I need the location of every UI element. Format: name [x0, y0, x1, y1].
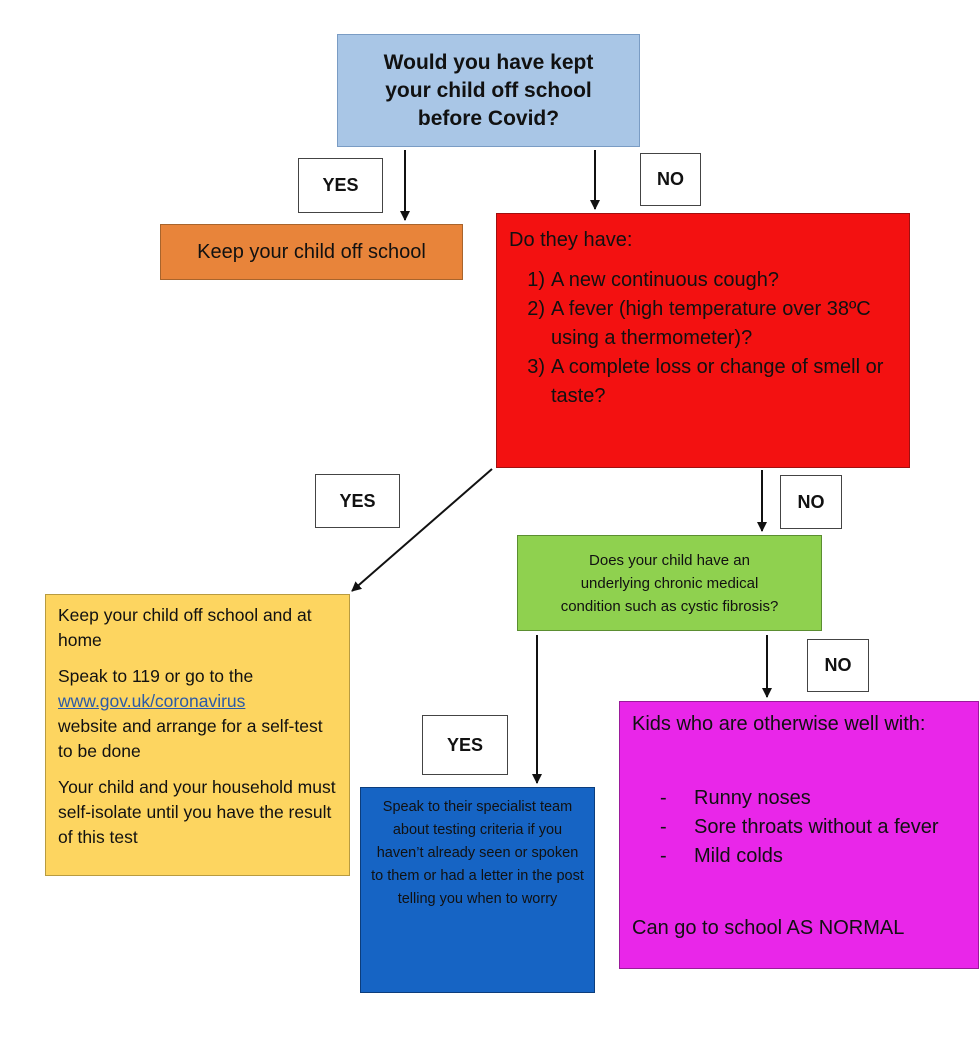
minor-symptom-text: Sore throats without a fever	[694, 816, 939, 838]
symptom-text: A new continuous cough?	[551, 269, 779, 291]
start-question-line: Would you have kept	[383, 50, 594, 74]
chronic-question-line: condition such as cystic fibrosis?	[560, 597, 779, 615]
list-dash: -	[660, 787, 667, 809]
keep-off-school-text: Keep your child off school	[197, 240, 426, 263]
normal-outro: Can go to school AS NORMAL	[632, 917, 905, 939]
normal-intro: Kids who are otherwise well with:	[632, 713, 926, 735]
specialist-text: Speak to their specialist team about tes…	[371, 799, 584, 907]
isolate-paragraph-1: Keep your child off school and at home	[58, 605, 312, 650]
minor-symptoms-list: - Runny noses - Sore throats without a f…	[660, 784, 960, 871]
minor-symptom-text: Runny noses	[694, 787, 811, 809]
symptoms-intro: Do they have:	[509, 229, 633, 251]
isolate-paragraph-3: Your child and your household must self-…	[58, 777, 336, 847]
symptoms-question-node: Do they have: 1) A new continuous cough?…	[496, 213, 910, 468]
start-question-line: your child off school	[385, 78, 592, 102]
yes-label-2: YES	[315, 474, 400, 528]
go-to-school-node: Kids who are otherwise well with: - Runn…	[619, 701, 979, 969]
isolate-paragraph-2-post: website and arrange for a self-test to b…	[58, 716, 323, 761]
isolate-paragraph-2: Speak to 119 or go to the www.gov.uk/cor…	[58, 664, 337, 764]
list-dash: -	[660, 816, 667, 838]
specialist-team-node: Speak to their specialist team about tes…	[360, 787, 595, 993]
no-label-3: NO	[807, 639, 869, 692]
symptoms-list: 1) A new continuous cough? 2) A fever (h…	[513, 266, 893, 411]
symptom-text: A complete loss or change of smell or ta…	[551, 356, 884, 407]
symptom-text: A fever (high temperature over 38ºC usin…	[551, 298, 871, 349]
gov-coronavirus-link[interactable]: www.gov.uk/coronavirus	[58, 691, 246, 711]
no-label-1: NO	[640, 153, 701, 206]
chronic-question-line: Does your child have an	[589, 551, 750, 569]
symptom-item: 3) A complete loss or change of smell or…	[513, 353, 893, 411]
minor-symptom-item: - Sore throats without a fever	[660, 813, 960, 842]
arrow-symptoms-to-isolate	[351, 468, 493, 592]
list-dash: -	[660, 845, 667, 867]
self-isolate-node: Keep your child off school and at home S…	[45, 594, 350, 876]
chronic-question-line: underlying chronic medical	[580, 574, 759, 592]
minor-symptom-item: - Mild colds	[660, 842, 960, 871]
chronic-condition-question-node: Does your child have an underlying chron…	[517, 535, 822, 631]
start-question-node: Would you have kept your child off schoo…	[337, 34, 640, 147]
isolate-paragraph-2-pre: Speak to 119 or go to the	[58, 666, 254, 686]
minor-symptom-item: - Runny noses	[660, 784, 960, 813]
minor-symptom-text: Mild colds	[694, 845, 783, 867]
keep-off-school-node: Keep your child off school	[160, 224, 463, 280]
yes-label-3: YES	[422, 715, 508, 775]
symptom-number: 3)	[527, 356, 545, 378]
no-label-2: NO	[780, 475, 842, 529]
symptom-number: 1)	[527, 269, 545, 291]
yes-label-1: YES	[298, 158, 383, 213]
symptom-item: 2) A fever (high temperature over 38ºC u…	[513, 295, 893, 353]
start-question-line: before Covid?	[417, 106, 560, 130]
symptom-item: 1) A new continuous cough?	[513, 266, 893, 295]
symptom-number: 2)	[527, 298, 545, 320]
